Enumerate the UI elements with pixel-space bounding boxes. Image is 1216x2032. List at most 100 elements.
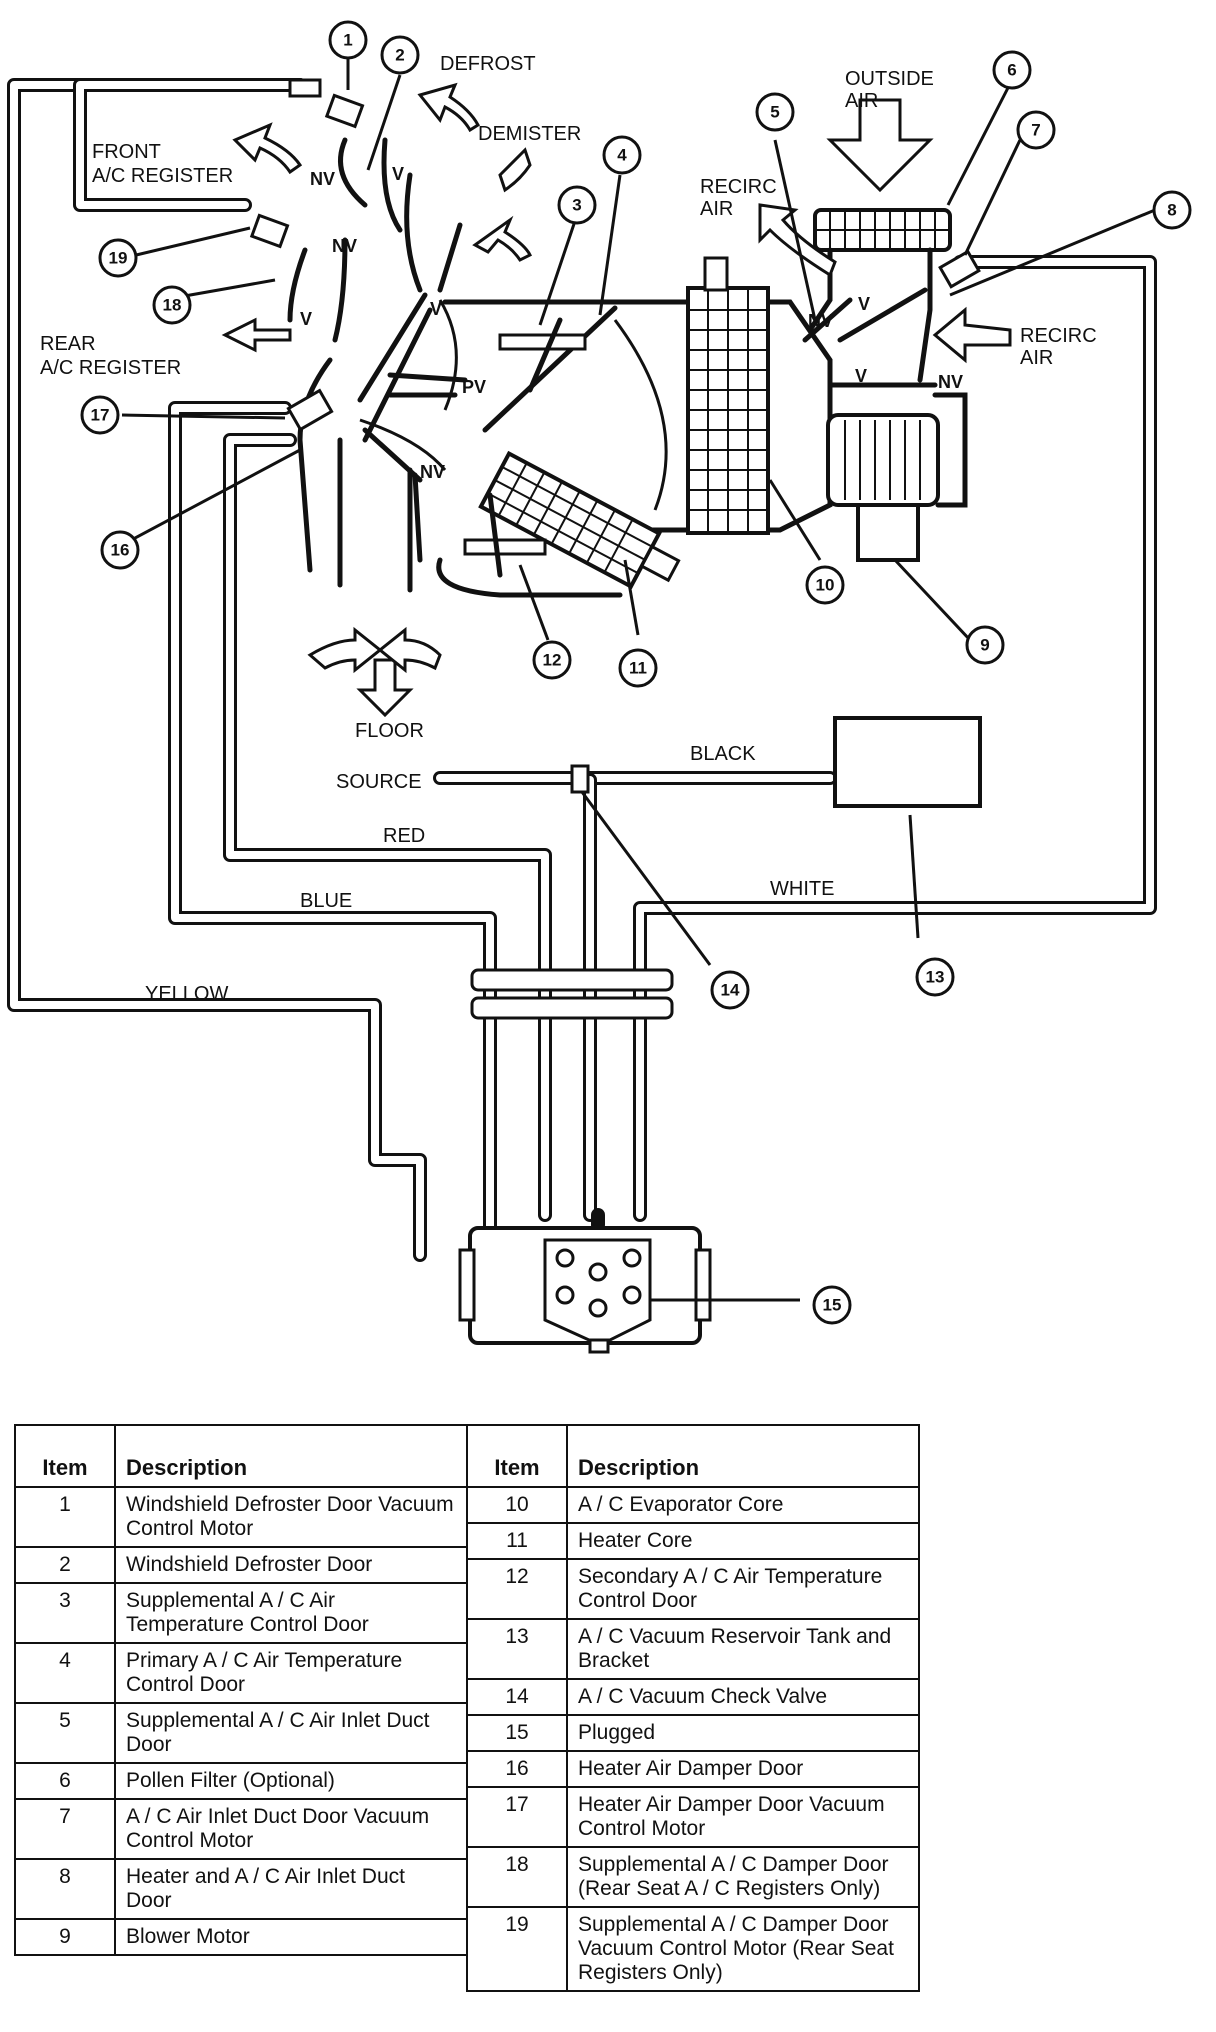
label-demister: DEMISTER bbox=[478, 123, 581, 145]
label-white: WHITE bbox=[770, 878, 834, 900]
item-description: Heater and A / C Air Inlet Duct Door bbox=[114, 1858, 468, 1920]
svg-text:1: 1 bbox=[343, 31, 352, 50]
label-front-register-2: A/C REGISTER bbox=[92, 165, 233, 187]
vacuum-hoses bbox=[7, 78, 1157, 1262]
svg-text:9: 9 bbox=[980, 636, 989, 655]
callout-17: 17 bbox=[80, 395, 120, 435]
outlet-ducts bbox=[287, 137, 468, 588]
svg-text:19: 19 bbox=[109, 249, 128, 268]
vacuum-motors bbox=[249, 78, 981, 432]
svg-text:8: 8 bbox=[1167, 201, 1176, 220]
svg-text:4: 4 bbox=[617, 146, 627, 165]
item-description: Windshield Defroster Door Vacuum Control… bbox=[114, 1486, 468, 1548]
svg-text:V: V bbox=[855, 366, 867, 386]
diagram-labels: DEFROST DEMISTER FRONT A/C REGISTER REAR… bbox=[40, 53, 1097, 1005]
item-description: Secondary A / C Air Temperature Control … bbox=[566, 1558, 920, 1620]
item-number: 16 bbox=[466, 1750, 568, 1788]
callout-10: 10 bbox=[805, 565, 845, 605]
callout-18: 18 bbox=[152, 285, 192, 325]
label-defrost: DEFROST bbox=[440, 53, 536, 75]
svg-text:5: 5 bbox=[770, 103, 779, 122]
callouts: 1 2 3 4 5 6 7 8 9 10 11 12 13 14 15 16 1… bbox=[80, 20, 1192, 1325]
item-description: Supplemental A / C Air Temperature Contr… bbox=[114, 1582, 468, 1644]
callout-16: 16 bbox=[100, 530, 140, 570]
callout-9: 9 bbox=[965, 625, 1005, 665]
label-recirc-right-1: RECIRC bbox=[1020, 325, 1097, 347]
item-number: 5 bbox=[14, 1702, 116, 1764]
svg-text:13: 13 bbox=[926, 968, 945, 987]
harness-connector bbox=[470, 968, 674, 1020]
label-recirc-left-1: RECIRC bbox=[700, 176, 777, 198]
item-number: 9 bbox=[14, 1918, 116, 1956]
label-outside-air-2: AIR bbox=[845, 90, 878, 112]
callout-13: 13 bbox=[915, 957, 955, 997]
item-number: 14 bbox=[466, 1678, 568, 1716]
svg-text:16: 16 bbox=[111, 541, 130, 560]
label-floor: FLOOR bbox=[355, 720, 424, 742]
item-number: 7 bbox=[14, 1798, 116, 1860]
vacuum-selector-valve bbox=[458, 1226, 712, 1354]
item-number: 18 bbox=[466, 1846, 568, 1908]
label-blue: BLUE bbox=[300, 890, 352, 912]
blower-housing bbox=[802, 208, 968, 562]
item-description: Supplemental A / C Damper Door Vacuum Co… bbox=[566, 1906, 920, 1992]
label-front-register-1: FRONT bbox=[92, 141, 161, 163]
svg-text:2: 2 bbox=[395, 46, 404, 65]
column-header-item: Item bbox=[14, 1424, 116, 1488]
callout-4: 4 bbox=[602, 135, 642, 175]
item-description: A / C Evaporator Core bbox=[566, 1486, 920, 1524]
callout-12: 12 bbox=[532, 640, 572, 680]
vacuum-system-diagram: 1 2 3 4 5 6 7 8 9 10 11 12 13 14 15 16 1… bbox=[7, 20, 1192, 1354]
svg-text:3: 3 bbox=[572, 196, 581, 215]
callout-19: 19 bbox=[98, 238, 138, 278]
vacuum-reservoir-tank bbox=[833, 716, 982, 808]
item-description: Plugged bbox=[566, 1714, 920, 1752]
hvac-case bbox=[407, 256, 833, 598]
label-black: BLACK bbox=[690, 743, 756, 765]
label-rear-register-1: REAR bbox=[40, 333, 96, 355]
callout-3: 3 bbox=[557, 185, 597, 225]
label-red: RED bbox=[383, 825, 425, 847]
svg-text:11: 11 bbox=[629, 659, 647, 678]
airflow-arrows bbox=[221, 82, 1012, 718]
svg-text:7: 7 bbox=[1031, 121, 1040, 140]
callout-8: 8 bbox=[1152, 190, 1192, 230]
svg-text:V: V bbox=[392, 164, 404, 184]
svg-text:NV: NV bbox=[310, 169, 335, 189]
column-header-description: Description bbox=[566, 1424, 920, 1488]
svg-text:V: V bbox=[300, 309, 312, 329]
callout-6: 6 bbox=[992, 50, 1032, 90]
item-number: 12 bbox=[466, 1558, 568, 1620]
svg-text:V: V bbox=[858, 294, 870, 314]
label-outside-air-1: OUTSIDE bbox=[845, 68, 934, 90]
svg-text:PV: PV bbox=[462, 377, 486, 397]
item-description: A / C Vacuum Reservoir Tank and Bracket bbox=[566, 1618, 920, 1680]
callout-5: 5 bbox=[755, 92, 795, 132]
item-description: Heater Air Damper Door Vacuum Control Mo… bbox=[566, 1786, 920, 1848]
svg-text:V: V bbox=[430, 299, 442, 319]
svg-text:17: 17 bbox=[91, 406, 110, 425]
item-number: 3 bbox=[14, 1582, 116, 1644]
svg-text:15: 15 bbox=[823, 1296, 842, 1315]
table-header-row: Item Description bbox=[466, 1424, 920, 1488]
svg-text:10: 10 bbox=[816, 576, 835, 595]
svg-text:NV: NV bbox=[332, 236, 357, 256]
item-number: 2 bbox=[14, 1546, 116, 1584]
item-description: A / C Vacuum Check Valve bbox=[566, 1678, 920, 1716]
